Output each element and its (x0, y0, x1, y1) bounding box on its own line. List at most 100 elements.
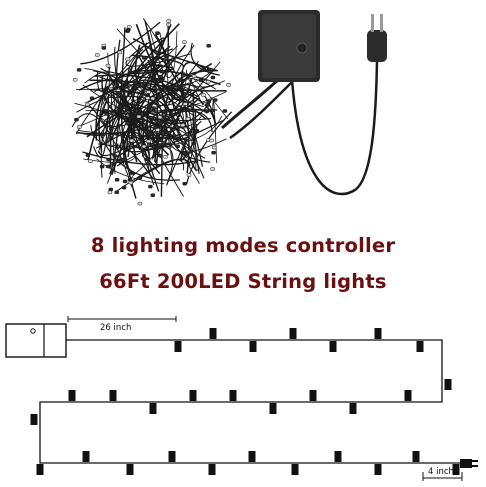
led-bulb (129, 171, 135, 175)
spacing-dimension: 4 inch (422, 467, 463, 481)
controller-cable (221, 78, 280, 130)
led-bulb (182, 40, 187, 44)
diagram-bulb (334, 451, 342, 462)
led-bulb (185, 117, 191, 121)
led-bulb (121, 185, 127, 190)
diagram-bulb (30, 414, 38, 425)
led-bulb (206, 44, 211, 48)
led-bulb (125, 106, 130, 110)
led-bulb (226, 83, 231, 87)
led-bulb (126, 28, 131, 32)
led-bulb (205, 80, 211, 84)
diagram-bulb (291, 464, 299, 475)
led-bulb (206, 99, 211, 104)
led-bulb (72, 77, 78, 82)
led-bulb (157, 143, 162, 147)
led-bulb (157, 115, 163, 120)
wire-strand (98, 131, 180, 181)
wire-strand (125, 119, 225, 153)
power-cord (290, 59, 379, 196)
led-bulb (150, 193, 156, 197)
led-bulb (158, 153, 163, 158)
led-bulb (114, 178, 120, 182)
led-bulb (176, 137, 182, 142)
led-bulb (148, 184, 153, 189)
wire-strand (172, 69, 215, 163)
wire-strand (99, 66, 111, 119)
led-bulb (210, 167, 215, 171)
diagram-bulb (209, 328, 217, 339)
wire-strand (74, 102, 158, 160)
wire-strand (94, 64, 174, 77)
led-bulb (117, 50, 123, 55)
led-bulb (89, 96, 95, 100)
diagram-bulb (82, 451, 90, 462)
plug-icon (367, 14, 387, 62)
led-bulb (150, 96, 156, 101)
led-bulb (128, 180, 134, 185)
led-bulb (204, 109, 210, 114)
diagram-bulb (168, 451, 176, 462)
diagram-bulb (126, 464, 134, 475)
headline-modes: 8 lighting modes controller (90, 234, 396, 257)
diagram-bulb (109, 390, 117, 401)
led-bulb (146, 90, 151, 94)
led-bulb (182, 181, 187, 186)
led-bulb (108, 187, 114, 192)
diagram-bulb (444, 379, 452, 390)
wire-strand (149, 48, 217, 72)
wire-strand (127, 113, 184, 175)
end-plug-icon (460, 459, 478, 468)
led-bulb (131, 134, 137, 139)
led-bulb (163, 154, 168, 159)
diagram-bulb (329, 341, 337, 352)
led-bulb (115, 91, 121, 95)
diagram-bulb (416, 341, 424, 352)
wire-strand (194, 137, 204, 174)
led-bulb (158, 74, 163, 79)
wire-strand (116, 145, 174, 185)
diagram-bulb (149, 403, 157, 414)
led-bulb (210, 75, 216, 80)
led-bulb (141, 144, 147, 149)
led-bulb (95, 53, 100, 57)
led-bulb (180, 123, 186, 127)
led-bulb (141, 56, 147, 60)
diagram-bulb (452, 464, 460, 475)
led-bulb (209, 138, 214, 143)
led-bulb (122, 179, 128, 184)
led-bulb (74, 117, 79, 122)
led-bulb (85, 102, 90, 107)
led-bulb (109, 127, 114, 131)
led-bulb (211, 145, 217, 150)
led-bulb (118, 104, 123, 109)
led-bulb (222, 109, 228, 113)
led-bulb (161, 109, 167, 114)
led-bulb (119, 157, 124, 162)
led-bulb (212, 98, 218, 102)
led-bulb (101, 46, 107, 50)
led-bulb (111, 162, 116, 166)
led-bulbs (72, 19, 231, 206)
led-bulb (129, 138, 135, 143)
led-bulb (114, 190, 119, 195)
controller-box-icon (258, 10, 320, 82)
wire-strand (135, 23, 180, 73)
led-bulb (178, 77, 184, 82)
led-bulb (107, 190, 113, 195)
lead-length-label: 26 inch (100, 323, 131, 333)
led-bulb (127, 177, 133, 182)
led-bulb (144, 157, 150, 162)
string-wire (39, 339, 466, 464)
wire-strand (116, 23, 172, 150)
led-bulb (127, 25, 132, 29)
led-bulb (125, 57, 130, 62)
bulb-spacing-label: 4 inch (428, 467, 454, 477)
led-bulb (201, 93, 206, 97)
wire-strand (131, 32, 169, 107)
led-bulb (157, 138, 163, 142)
wire-coil (71, 17, 233, 199)
led-bulb (99, 164, 105, 169)
led-bulb (105, 63, 111, 68)
